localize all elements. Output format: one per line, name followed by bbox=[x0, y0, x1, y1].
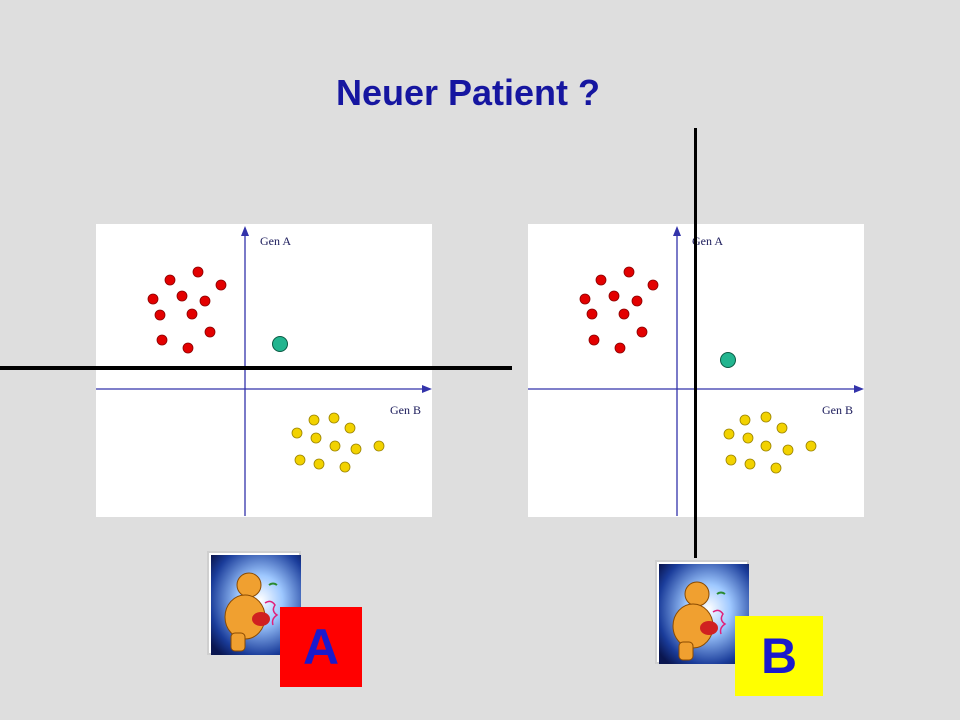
red-point bbox=[647, 279, 659, 291]
yellow-point bbox=[339, 461, 351, 473]
patient-icon bbox=[211, 555, 301, 655]
page-title: Neuer Patient ? bbox=[335, 72, 601, 113]
yellow-point bbox=[723, 428, 735, 440]
yellow-point bbox=[308, 414, 320, 426]
red-point bbox=[608, 290, 620, 302]
red-point bbox=[176, 290, 188, 302]
yellow-point bbox=[350, 443, 362, 455]
yellow-point bbox=[782, 444, 794, 456]
horizontal-separator-line bbox=[0, 366, 512, 370]
yellow-point bbox=[739, 414, 751, 426]
red-point bbox=[618, 308, 630, 320]
red-point bbox=[182, 342, 194, 354]
group2-points bbox=[723, 411, 817, 474]
red-point bbox=[154, 309, 166, 321]
scatter-plot-b: Gen A Gen B bbox=[528, 226, 864, 516]
yellow-point bbox=[344, 422, 356, 434]
y-axis-arrow bbox=[241, 226, 249, 236]
yellow-point bbox=[291, 427, 303, 439]
y-axis-label: Gen A bbox=[260, 234, 291, 248]
red-point bbox=[186, 308, 198, 320]
yellow-point bbox=[725, 454, 737, 466]
new-patient-point bbox=[720, 352, 736, 368]
yellow-point bbox=[760, 411, 772, 423]
yellow-point bbox=[805, 440, 817, 452]
red-point bbox=[147, 293, 159, 305]
patient-icon-b bbox=[655, 560, 749, 664]
yellow-point bbox=[770, 462, 782, 474]
red-point bbox=[588, 334, 600, 346]
scatter-panel-a: Gen A Gen B bbox=[96, 224, 432, 517]
red-point bbox=[192, 266, 204, 278]
red-point bbox=[614, 342, 626, 354]
scatter-plot-a: Gen A Gen B bbox=[96, 226, 432, 516]
red-point bbox=[156, 334, 168, 346]
red-point bbox=[631, 295, 643, 307]
red-point bbox=[579, 293, 591, 305]
yellow-point bbox=[328, 412, 340, 424]
label-a: A bbox=[280, 607, 362, 687]
yellow-point bbox=[776, 422, 788, 434]
red-point bbox=[636, 326, 648, 338]
y-axis-arrow bbox=[673, 226, 681, 236]
yellow-point bbox=[329, 440, 341, 452]
label-b: B bbox=[735, 616, 823, 696]
group1-points bbox=[579, 266, 659, 354]
yellow-point bbox=[310, 432, 322, 444]
yellow-point bbox=[313, 458, 325, 470]
patient-icon bbox=[659, 564, 749, 664]
x-axis-arrow bbox=[854, 385, 864, 393]
group2-points bbox=[291, 412, 385, 473]
group1-points bbox=[147, 266, 227, 354]
x-axis-arrow bbox=[422, 385, 432, 393]
yellow-point bbox=[294, 454, 306, 466]
red-point bbox=[595, 274, 607, 286]
y-axis-label: Gen A bbox=[692, 234, 723, 248]
red-point bbox=[215, 279, 227, 291]
red-point bbox=[586, 308, 598, 320]
yellow-point bbox=[373, 440, 385, 452]
x-axis-label: Gen B bbox=[390, 403, 421, 417]
red-point bbox=[623, 266, 635, 278]
yellow-point bbox=[742, 432, 754, 444]
yellow-point bbox=[760, 440, 772, 452]
vertical-separator-line bbox=[694, 128, 697, 558]
new-patient-point bbox=[272, 336, 288, 352]
red-point bbox=[164, 274, 176, 286]
red-point bbox=[204, 326, 216, 338]
red-point bbox=[199, 295, 211, 307]
x-axis-label: Gen B bbox=[822, 403, 853, 417]
yellow-point bbox=[744, 458, 756, 470]
